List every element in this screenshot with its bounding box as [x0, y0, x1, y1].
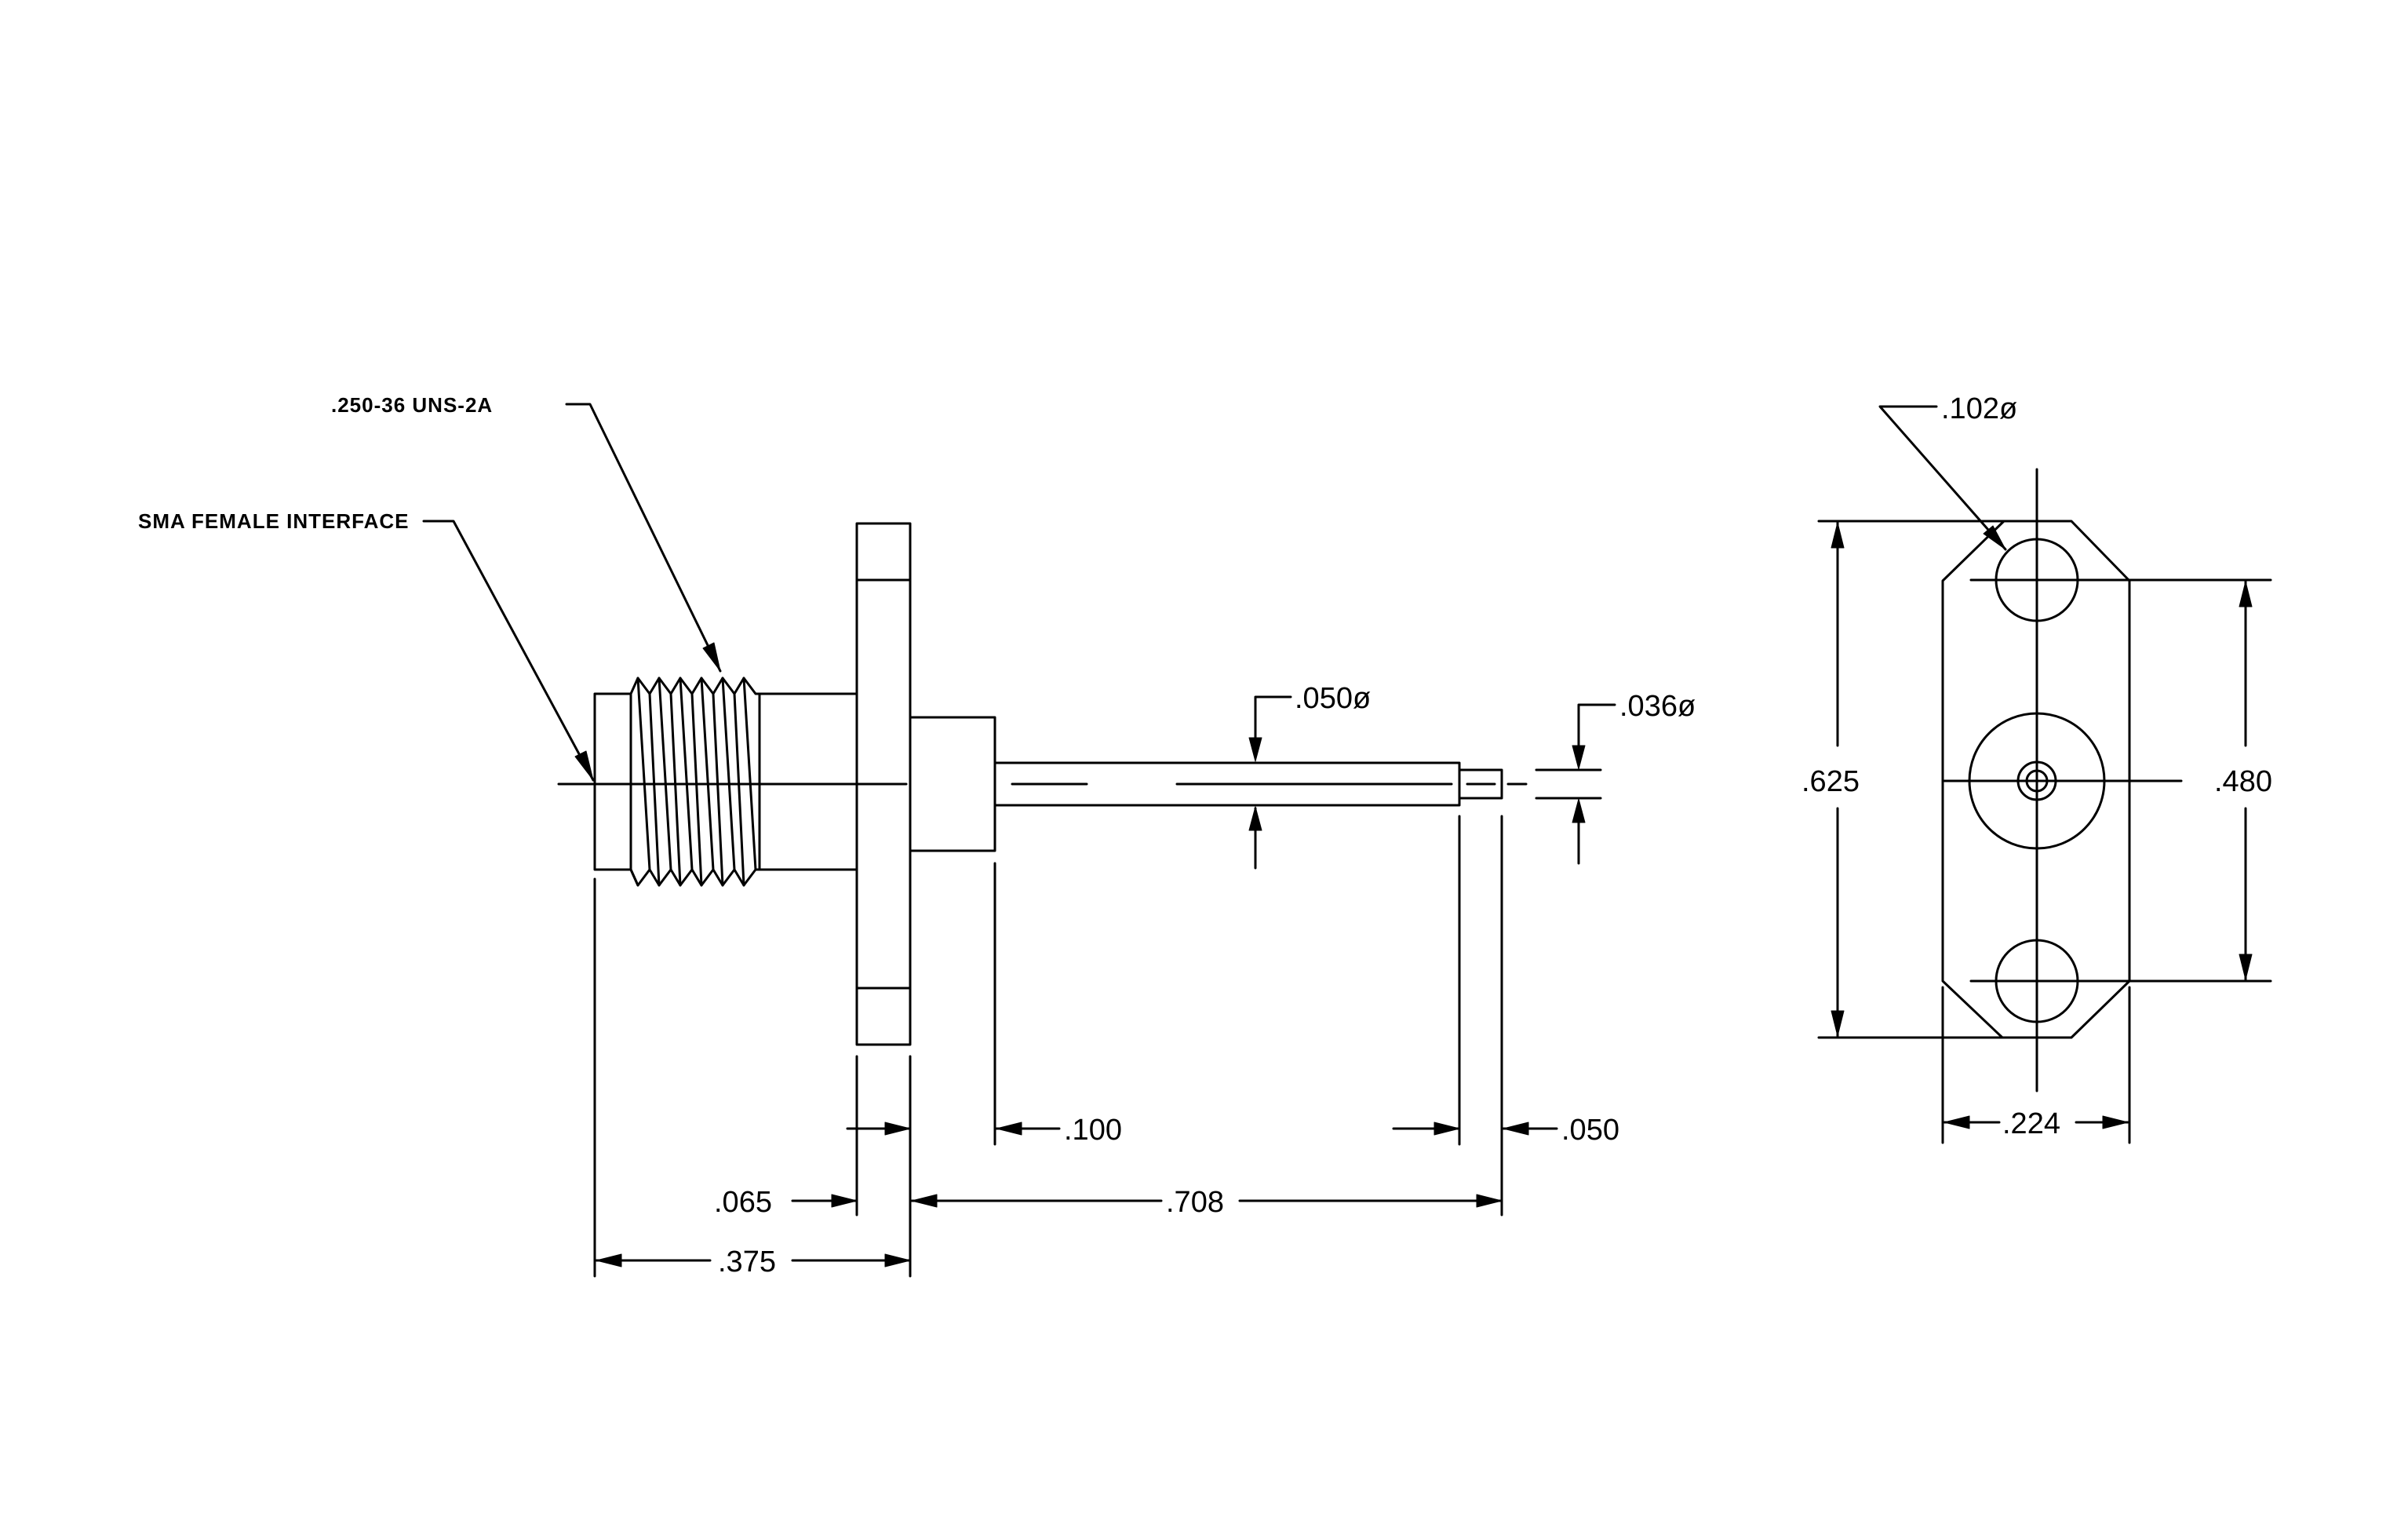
- end-view: [1817, 468, 2272, 1144]
- pin-dia-dim: .050ø: [1248, 682, 1371, 870]
- flange-height-text: .625: [1801, 765, 1860, 798]
- interface-note-text: SMA FEMALE INTERFACE: [138, 509, 409, 533]
- hole-spacing-dim: .480: [2214, 580, 2272, 981]
- tip-length-dim: .050: [1502, 1114, 1619, 1147]
- pin-length-text: .708: [1166, 1186, 1224, 1219]
- hole-dia-text: .102ø: [1941, 392, 2017, 425]
- flange-width-text: .224: [2002, 1107, 2060, 1140]
- pin-dia-text: .050ø: [1295, 682, 1371, 715]
- interface-body: [593, 692, 632, 871]
- pin-length-dim: .708: [910, 1186, 1503, 1219]
- tip-dia-dim: .036ø: [1535, 690, 1696, 865]
- pin-tip: [1458, 768, 1503, 800]
- flange-thk-dim: .065: [714, 1122, 911, 1219]
- flange-thk-text: .065: [714, 1186, 772, 1219]
- boss-text: .100: [1064, 1114, 1122, 1147]
- rear-boss: [909, 716, 996, 852]
- extension-lines: [593, 815, 1503, 1278]
- boss-dim: .100: [995, 1114, 1460, 1147]
- flange-height-dim: .625: [1801, 521, 1860, 1038]
- thread-lines: [629, 677, 757, 887]
- interface-note: SMA FEMALE INTERFACE: [138, 509, 595, 782]
- flange-width-dim: .224: [1943, 1107, 2129, 1140]
- thread-note-text: .250-36 UNS-2A: [331, 393, 493, 417]
- tip-dia-text: .036ø: [1619, 690, 1696, 723]
- thread-note: .250-36 UNS-2A: [331, 393, 722, 673]
- overall-front-dim: .375: [595, 1246, 911, 1278]
- tip-length-text: .050: [1561, 1114, 1619, 1147]
- hole-spacing-text: .480: [2214, 765, 2272, 798]
- flange-outline: [1941, 520, 2131, 1039]
- hole-dia-dim: .102ø: [1878, 392, 2017, 551]
- side-view: [557, 522, 1528, 1046]
- body-neck: [758, 692, 858, 871]
- overall-front-text: .375: [718, 1246, 776, 1278]
